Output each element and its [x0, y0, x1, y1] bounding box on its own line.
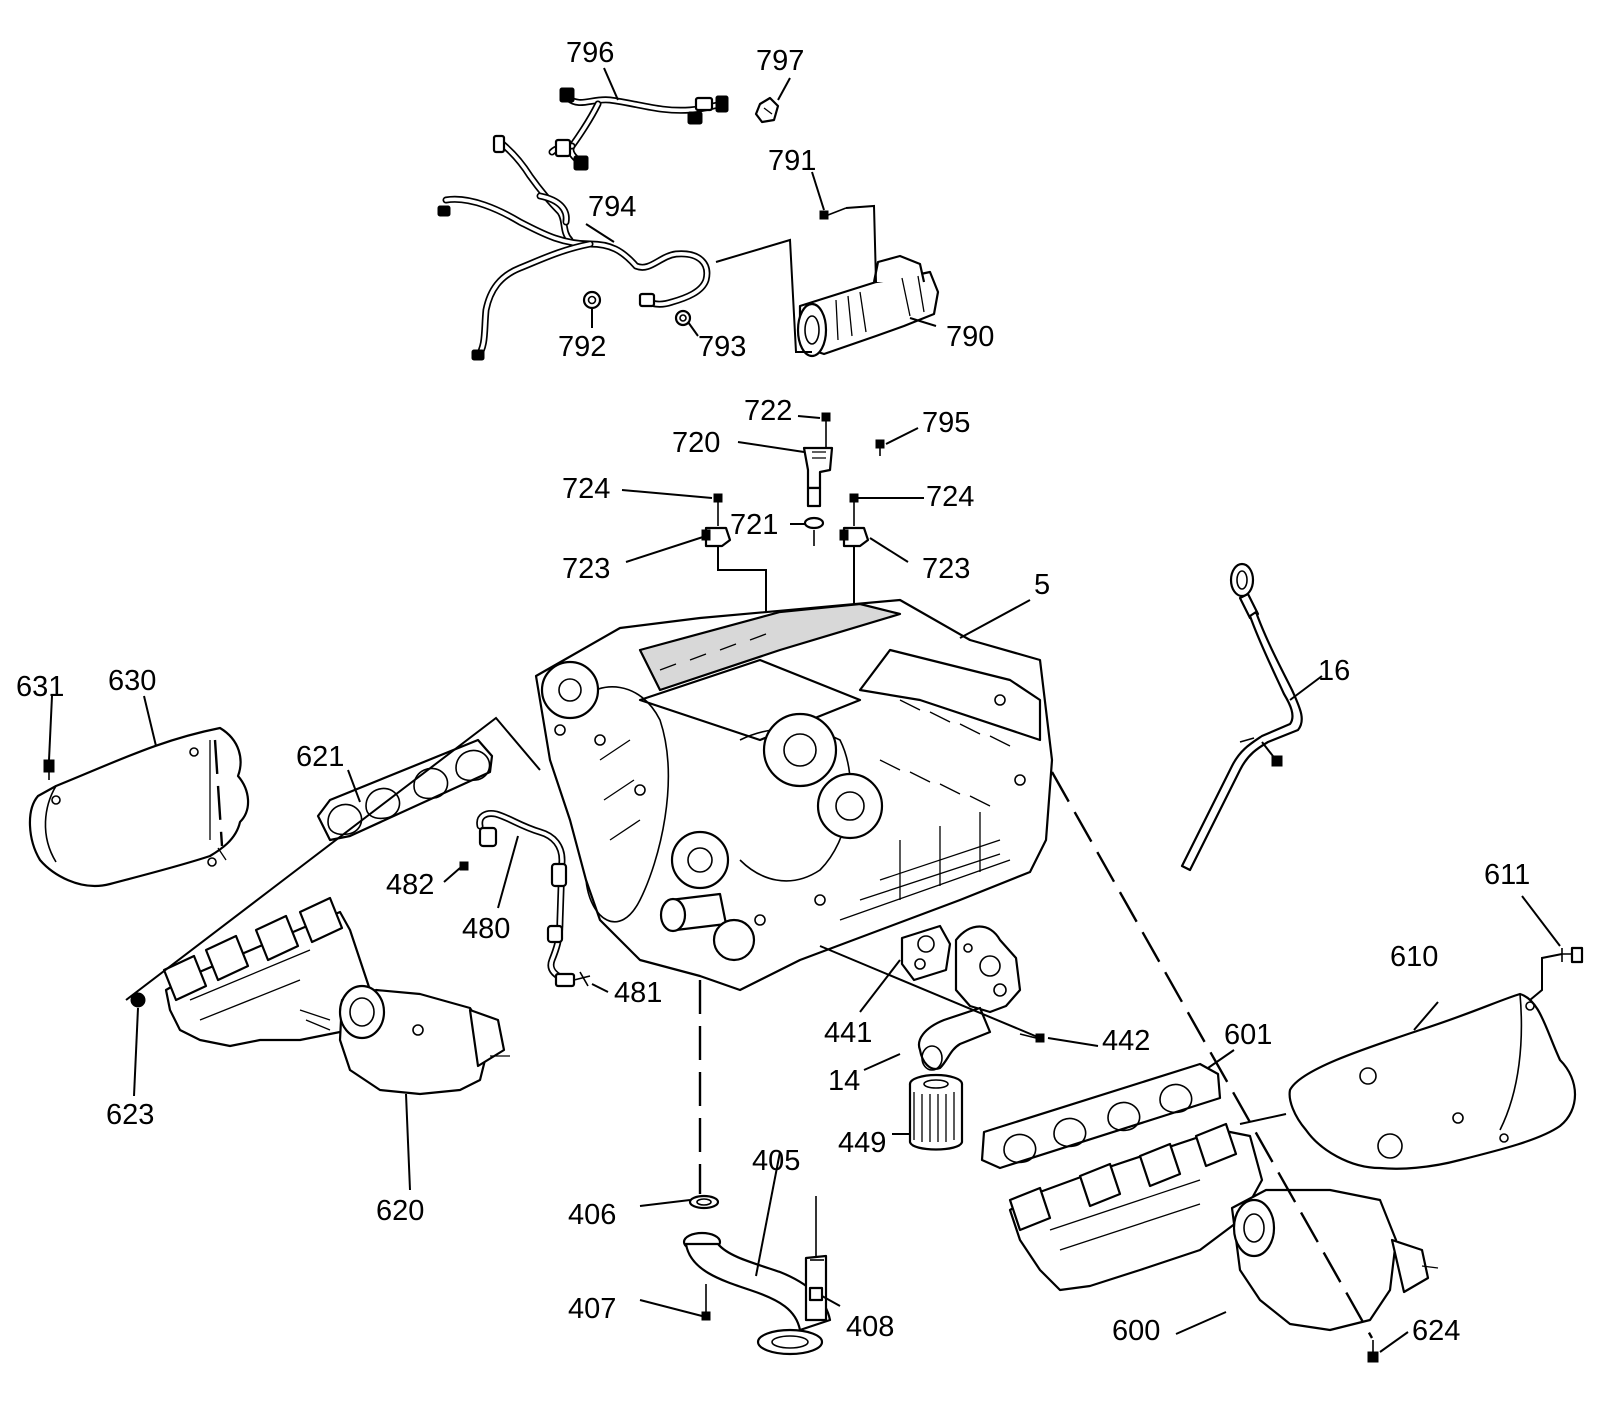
- pipe-14: [917, 1006, 992, 1071]
- sensor-720: [802, 446, 834, 508]
- label-408: 408: [846, 1311, 894, 1343]
- exhaust-manifold-600: [1008, 1122, 1439, 1332]
- label-601: 601: [1224, 1019, 1272, 1051]
- label-791: 791: [768, 145, 816, 177]
- label-724-right: 724: [926, 481, 974, 513]
- leader-lines: [48, 67, 1561, 1353]
- adapter-441: [900, 924, 952, 982]
- label-620: 620: [376, 1195, 424, 1227]
- label-794: 794: [588, 191, 636, 223]
- sensor-481: [554, 971, 591, 988]
- nut-793: [674, 309, 692, 327]
- bolt-611: [1561, 946, 1584, 964]
- label-482: 482: [386, 869, 434, 901]
- nut-792: [582, 290, 602, 310]
- label-797: 797: [756, 45, 804, 77]
- label-5: 5: [1034, 569, 1050, 601]
- harness-794: [437, 134, 711, 361]
- bolt-631: [43, 759, 55, 780]
- label-721: 721: [730, 509, 778, 541]
- leader-790-bracket: [715, 238, 812, 353]
- label-630: 630: [108, 665, 156, 697]
- label-723-right: 723: [922, 553, 970, 585]
- bolt-722: [821, 412, 831, 450]
- label-720: 720: [672, 427, 720, 459]
- label-14: 14: [828, 1065, 860, 1097]
- bolt-407: [701, 1284, 711, 1321]
- label-624: 624: [1412, 1315, 1460, 1347]
- label-480: 480: [462, 913, 510, 945]
- bolt-724-left: [713, 493, 723, 526]
- label-793: 793: [698, 331, 746, 363]
- label-16: 16: [1318, 655, 1350, 687]
- leader-791: [845, 204, 877, 283]
- label-796: 796: [566, 37, 614, 69]
- bolt-791: [819, 207, 847, 220]
- starter-790: [796, 254, 940, 358]
- oil-pump-housing: [954, 925, 1022, 1014]
- clip-723-right: [839, 526, 870, 548]
- nut-623: [130, 992, 146, 1008]
- starter-wiring-group: [437, 87, 940, 361]
- heat-shield-630: [28, 726, 250, 888]
- label-723-left: 723: [562, 553, 610, 585]
- alignment-lines: [213, 739, 1374, 1339]
- label-407: 407: [568, 1293, 616, 1325]
- bolt-795: [875, 439, 885, 456]
- label-449: 449: [838, 1127, 886, 1159]
- label-631: 631: [16, 671, 64, 703]
- label-405: 405: [752, 1145, 800, 1177]
- label-406: 406: [568, 1199, 616, 1231]
- label-621: 621: [296, 741, 344, 773]
- label-441: 441: [824, 1017, 872, 1049]
- label-722: 722: [744, 395, 792, 427]
- bolt-624: [1367, 1340, 1379, 1363]
- label-792: 792: [558, 331, 606, 363]
- part-labels: 796 797 791 794 792 793 790 722 720 795 …: [16, 37, 1530, 1347]
- gasket-406: [688, 1194, 720, 1210]
- label-790: 790: [946, 321, 994, 353]
- dipstick-16: [1180, 562, 1303, 872]
- gasket-601: [980, 1062, 1222, 1170]
- harness-796: [548, 87, 729, 171]
- label-600: 600: [1112, 1315, 1160, 1347]
- label-724-left: 724: [562, 473, 610, 505]
- tube-480: [476, 810, 570, 984]
- label-795: 795: [922, 407, 970, 439]
- clip-797: [754, 96, 780, 124]
- bolt-724-right: [849, 493, 859, 526]
- stud-408: [808, 1196, 824, 1302]
- cam-sensor-group: [701, 412, 885, 712]
- label-442: 442: [1102, 1025, 1150, 1057]
- label-611: 611: [1484, 859, 1530, 891]
- oring-721: [803, 516, 825, 546]
- clip-723-left: [701, 526, 732, 548]
- heat-shield-610: [1288, 992, 1577, 1170]
- oil-filter-449: [908, 1073, 964, 1151]
- label-610: 610: [1390, 941, 1438, 973]
- bolt-482: [459, 861, 469, 871]
- leader-611-bracket: [1529, 953, 1563, 1001]
- label-623: 623: [106, 1099, 154, 1131]
- engine-block-5: [534, 598, 1054, 992]
- exhaust-manifold-620: [162, 896, 510, 1096]
- label-481: 481: [614, 977, 662, 1009]
